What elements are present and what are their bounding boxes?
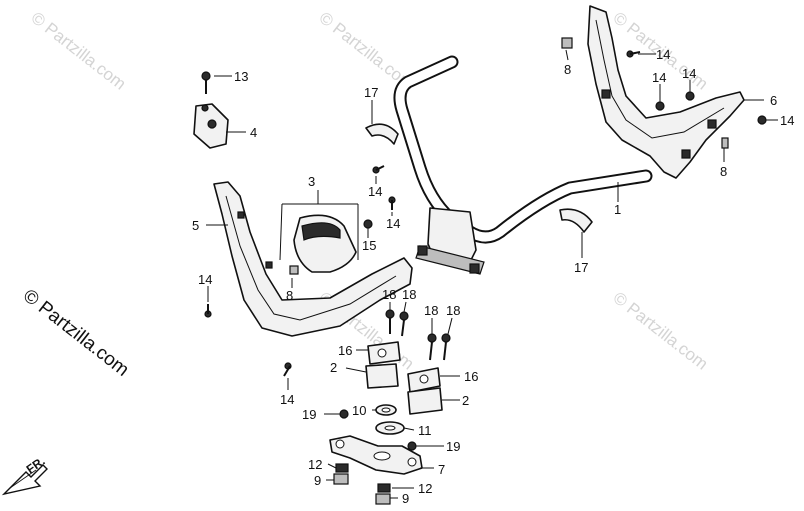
callout-13: 13 bbox=[234, 69, 248, 84]
callout-14g: 14 bbox=[198, 272, 212, 287]
leader-lines bbox=[206, 49, 778, 499]
callout-12a: 12 bbox=[308, 457, 322, 472]
callout-11: 11 bbox=[418, 423, 432, 438]
clip-parts bbox=[365, 123, 593, 233]
front-direction-arrow: FR. bbox=[1, 454, 48, 496]
callout-3: 3 bbox=[308, 174, 315, 189]
callout-16a: 16 bbox=[338, 343, 352, 358]
nut-parts bbox=[333, 463, 391, 505]
callout-10: 10 bbox=[352, 403, 366, 418]
callout-6: 6 bbox=[770, 93, 777, 108]
callout-14f: 14 bbox=[386, 216, 400, 231]
fastener-parts bbox=[201, 37, 767, 451]
callout-19a: 19 bbox=[302, 407, 316, 422]
callout-12b: 12 bbox=[418, 481, 432, 496]
callout-14b: 14 bbox=[652, 70, 666, 85]
callout-9b: 9 bbox=[402, 491, 409, 506]
callout-18a: 18 bbox=[382, 287, 396, 302]
upper-cover-part bbox=[587, 5, 745, 179]
callout-1: 1 bbox=[614, 202, 621, 217]
washer-parts bbox=[375, 404, 405, 435]
callout-8c: 8 bbox=[720, 164, 727, 179]
callout-14d: 14 bbox=[780, 113, 794, 128]
handlebar-part bbox=[393, 55, 653, 275]
callout-15: 15 bbox=[362, 238, 376, 253]
callout-8b: 8 bbox=[286, 288, 293, 303]
callout-19b: 19 bbox=[446, 439, 460, 454]
callout-8a: 8 bbox=[564, 62, 571, 77]
callout-14c: 14 bbox=[682, 66, 696, 81]
callout-14h: 14 bbox=[280, 392, 294, 407]
callout-2a: 2 bbox=[330, 360, 337, 375]
callout-18b: 18 bbox=[402, 287, 416, 302]
callout-14a: 14 bbox=[656, 47, 670, 62]
lower-cover-part bbox=[213, 181, 413, 337]
callout-9a: 9 bbox=[314, 473, 321, 488]
holder-parts bbox=[365, 341, 443, 415]
bracket-part bbox=[193, 103, 229, 149]
callout-14e: 14 bbox=[368, 184, 382, 199]
callout-17b: 17 bbox=[574, 260, 588, 275]
watermark-1: © Partzilla.com bbox=[28, 8, 130, 94]
watermark-main: © Partzilla.com bbox=[19, 285, 133, 380]
callout-17a: 17 bbox=[364, 85, 378, 100]
callout-18c: 18 bbox=[424, 303, 438, 318]
watermark-4: © Partzilla.com bbox=[610, 288, 712, 374]
callout-16b: 16 bbox=[464, 369, 478, 384]
callout-4: 4 bbox=[250, 125, 257, 140]
callout-labels: 1 2 2 3 4 5 6 7 8 8 8 9 9 10 11 12 12 13… bbox=[192, 47, 794, 506]
callout-18d: 18 bbox=[446, 303, 460, 318]
callout-2b: 2 bbox=[462, 393, 469, 408]
callout-5: 5 bbox=[192, 218, 199, 233]
callout-7: 7 bbox=[438, 462, 445, 477]
center-cover-part bbox=[279, 203, 359, 275]
